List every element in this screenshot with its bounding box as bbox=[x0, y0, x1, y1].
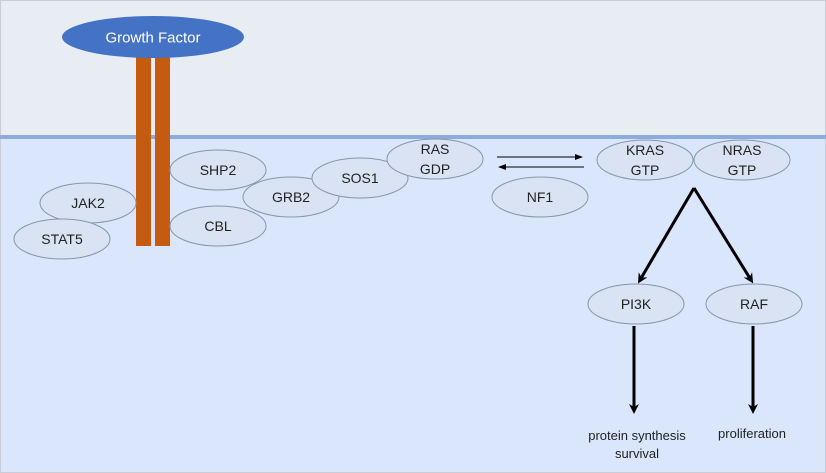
node-raf: RAF bbox=[705, 283, 803, 325]
node-nras-gtp-line2: GTP bbox=[728, 162, 757, 178]
node-ras-gdp-line2: GDP bbox=[420, 161, 450, 177]
outcome-pi3k-line1: protein synthesis bbox=[588, 428, 686, 443]
receptor-chain-left bbox=[136, 56, 151, 246]
node-cbl: CBL bbox=[169, 205, 267, 247]
cytoplasm-region bbox=[0, 137, 826, 473]
node-kras-gtp: KRAS GTP bbox=[596, 139, 694, 181]
node-cbl-label: CBL bbox=[204, 218, 231, 234]
node-kras-gtp-line2: GTP bbox=[631, 162, 660, 178]
node-stat5: STAT5 bbox=[13, 218, 111, 260]
outcome-pi3k-line2: survival bbox=[615, 446, 659, 461]
node-raf-label: RAF bbox=[740, 296, 768, 312]
node-nras-gtp-line1: NRAS bbox=[723, 142, 762, 158]
receptor-chain-right bbox=[155, 56, 170, 246]
growth-factor-ligand: Growth Factor bbox=[62, 16, 244, 58]
node-grb2-label: GRB2 bbox=[272, 189, 310, 205]
node-shp2: SHP2 bbox=[169, 149, 267, 191]
node-kras-gtp-line1: KRAS bbox=[626, 142, 664, 158]
node-stat5-label: STAT5 bbox=[41, 231, 83, 247]
node-ras-gdp: RAS GDP bbox=[386, 138, 484, 180]
node-ras-gdp-line1: RAS bbox=[421, 141, 450, 157]
node-jak2: JAK2 bbox=[39, 182, 137, 224]
node-sos1: SOS1 bbox=[311, 157, 409, 199]
outcome-raf: proliferation bbox=[718, 426, 786, 441]
arrow-ras-to-pi3k bbox=[637, 187, 696, 284]
growth-factor-label: Growth Factor bbox=[105, 30, 200, 47]
arrow-ras-to-raf bbox=[692, 187, 754, 284]
node-jak2-label: JAK2 bbox=[71, 195, 105, 211]
node-pi3k: PI3K bbox=[587, 283, 685, 325]
node-grb2: GRB2 bbox=[242, 176, 340, 218]
node-pi3k-label: PI3K bbox=[621, 296, 652, 312]
node-nras-gtp: NRAS GTP bbox=[693, 139, 791, 181]
node-shp2-label: SHP2 bbox=[200, 162, 237, 178]
node-nf1-label: NF1 bbox=[527, 189, 554, 205]
node-sos1-label: SOS1 bbox=[341, 170, 379, 186]
node-nf1: NF1 bbox=[491, 176, 589, 218]
